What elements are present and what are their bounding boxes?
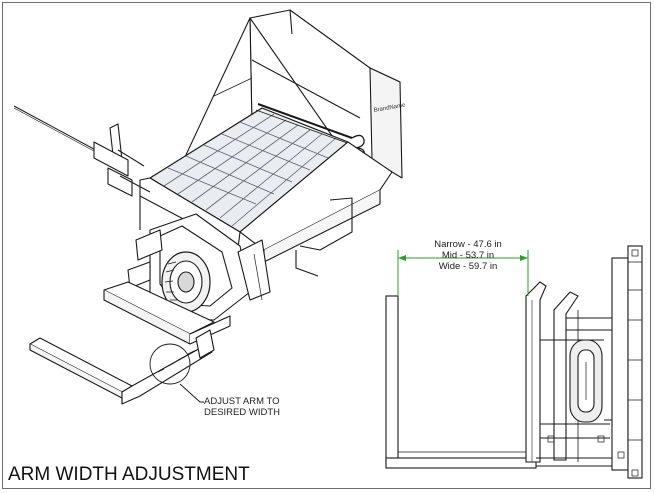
wide-dimension-label: Wide - 59.7 in — [438, 261, 498, 272]
callout-line-2: DESIRED WIDTH — [204, 407, 280, 418]
svg-text:BrandName: BrandName — [373, 102, 406, 114]
drawing-border — [2, 2, 651, 489]
width-dimension-lines — [397, 250, 529, 296]
front-elevation-view — [385, 245, 643, 479]
grate-lines — [163, 113, 337, 227]
callout-line-1: ADJUST ARM TO — [204, 396, 280, 407]
adjust-arm-callout: ADJUST ARM TO DESIRED WIDTH — [204, 396, 280, 418]
mid-dimension-label: Mid - 53.7 in — [441, 250, 495, 261]
detail-callout-circle — [149, 343, 204, 403]
dimension-labels: Narrow - 47.6 in Mid - 53.7 in Wide - 59… — [408, 239, 528, 272]
isometric-machine-view: BrandName — [13, 9, 407, 405]
narrow-dimension-label: Narrow - 47.6 in — [434, 239, 502, 250]
drawing-title: ARM WIDTH ADJUSTMENT — [8, 464, 250, 485]
